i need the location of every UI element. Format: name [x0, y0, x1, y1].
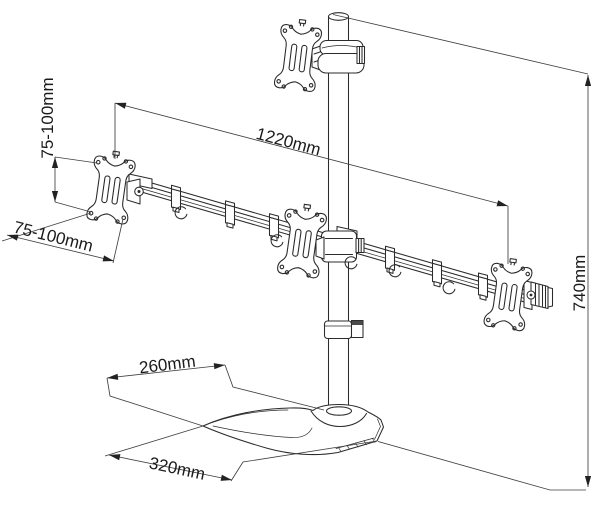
- base: [202, 403, 385, 456]
- dim-vesa-vertical: 75-100mm: [38, 77, 98, 213]
- cable-hook: [174, 206, 188, 220]
- cable-strap: [384, 245, 396, 274]
- dim-vesa-horizontal: 75-100mm: [1, 212, 124, 264]
- cable-hook: [442, 281, 456, 295]
- dim-pole-height: 740mm: [332, 14, 592, 491]
- cable-hook: [270, 234, 284, 248]
- cable-strap: [224, 200, 236, 229]
- cable-strap: [477, 272, 489, 301]
- right-arm-bracket: [523, 279, 554, 311]
- dim-label-arm-span: 1220mm: [254, 124, 323, 159]
- monitor-stand: [85, 12, 554, 456]
- dim-label-pole-height: 740mm: [570, 255, 589, 312]
- top-tilt-clamp: [311, 39, 366, 74]
- dim-label-vesa-horizontal: 75-100mm: [12, 218, 95, 256]
- cable-strap: [170, 184, 182, 214]
- cable-strap: [268, 213, 280, 242]
- cable-hook: [388, 264, 402, 278]
- cable-strap: [431, 259, 443, 288]
- dim-label-base-length: 320mm: [147, 453, 206, 483]
- dim-label-base-depth: 260mm: [138, 352, 197, 378]
- cable-hooks: [174, 206, 456, 295]
- cable-hook: [344, 256, 358, 270]
- pole-collar-clip: [323, 319, 364, 340]
- dim-label-vesa-vertical: 75-100mm: [38, 77, 57, 158]
- center-arm-clamp: [315, 225, 365, 270]
